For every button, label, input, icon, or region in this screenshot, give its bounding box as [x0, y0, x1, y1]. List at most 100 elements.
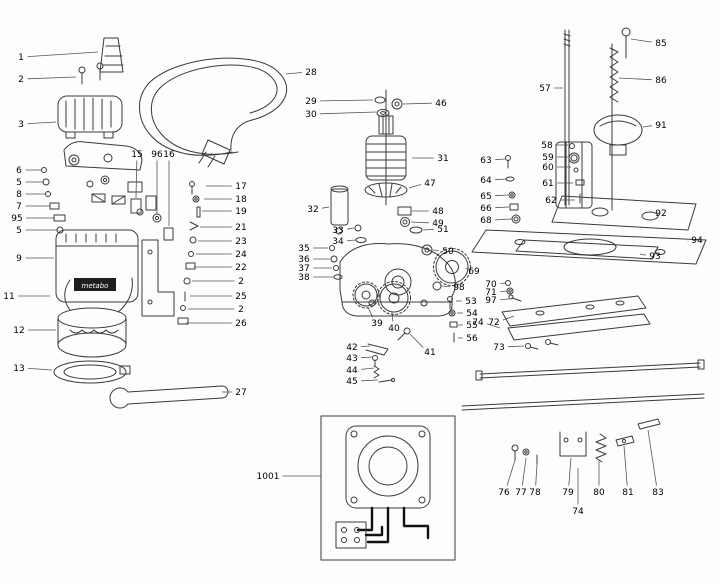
part-number-label: 45 [346, 377, 357, 387]
leader-line [502, 315, 515, 321]
leader-line [432, 249, 439, 251]
part-callout-54: 54 [457, 309, 478, 319]
leader-line [535, 463, 538, 486]
part-number-label: 70 [485, 280, 497, 290]
part-number-label: 66 [480, 204, 492, 214]
part-callout-44: 44 [346, 366, 375, 376]
part-number-label: 69 [468, 267, 480, 277]
part-number-label: 73 [493, 343, 504, 353]
part-number-label: 21 [235, 223, 246, 233]
part-callout-23: 23 [198, 237, 247, 247]
part-callout-21: 21 [200, 223, 247, 233]
part-callout-38: 38 [298, 273, 334, 283]
part-number-label: 47 [424, 179, 435, 189]
part-callout-11: 11 [3, 292, 50, 302]
part-callout-22: 22 [194, 263, 247, 273]
part-number-label: 17 [235, 182, 246, 192]
part-number-label: 63 [480, 156, 491, 166]
part-callout-28: 28 [285, 68, 317, 78]
part-callout-74: 74 [472, 318, 501, 329]
part-callout-13: 13 [13, 364, 53, 374]
part-number-label: 74 [572, 507, 584, 517]
part-callout-18: 18 [204, 195, 247, 205]
part-number-label: 40 [388, 324, 400, 334]
leader-line [135, 160, 138, 199]
part-callout-76: 76 [498, 459, 516, 498]
handle-knobs-art [352, 248, 471, 315]
part-number-label: 24 [235, 250, 247, 260]
leader-line [347, 227, 355, 230]
part-number-label: 77 [515, 488, 526, 498]
stator-coil-art [57, 277, 133, 358]
leader-line [361, 379, 379, 382]
part-number-label: 59 [542, 153, 554, 163]
part-callout-35: 35 [298, 244, 328, 254]
leader-line [361, 345, 371, 347]
leader-line [285, 72, 302, 75]
motor-housing-art: metabo [55, 229, 139, 303]
part-callout-71: 71 [485, 288, 508, 298]
part-number-label: 65 [480, 192, 491, 202]
leader-line [495, 218, 513, 221]
screw-art [78, 62, 104, 85]
part-number-label: 53 [465, 297, 476, 307]
clamp-lever-parts-art [365, 327, 411, 383]
part-callout-3: 3 [18, 120, 57, 130]
part-number-label: 12 [13, 326, 24, 336]
part-number-label: 71 [485, 288, 496, 298]
part-number-label: 50 [442, 247, 454, 257]
leader-line [568, 457, 572, 486]
part-callout-5: 5 [16, 226, 58, 236]
motor-cover-art [57, 95, 123, 139]
part-number-label: 44 [346, 366, 358, 376]
part-number-label: 54 [466, 309, 478, 319]
part-callout-64: 64 [480, 176, 508, 186]
base-casting-art [551, 195, 697, 231]
part-number-label: 95 [11, 214, 22, 224]
leader-line [623, 445, 628, 486]
part-number-label: 22 [235, 263, 246, 273]
part-number-label: 3 [18, 120, 24, 130]
part-number-label: 9 [16, 254, 22, 264]
fence-plates-art [501, 295, 651, 341]
part-callout-49: 49 [410, 219, 444, 229]
part-number-label: 96 [151, 150, 163, 160]
part-callout-51: 51 [422, 225, 449, 235]
part-callout-29: 29 [305, 97, 374, 107]
power-cable-art [139, 57, 288, 168]
part-callout-58: 58 [541, 141, 568, 151]
part-number-label: 25 [235, 292, 246, 302]
leader-line [506, 459, 516, 487]
part-number-label: 7 [16, 202, 22, 212]
leader-line [320, 99, 374, 102]
part-callout-41: 41 [409, 333, 436, 358]
part-callout-47: 47 [408, 179, 436, 189]
part-callout-39: 39 [367, 306, 383, 329]
clamp-ring-art [53, 360, 131, 384]
wiring-inset-box [320, 415, 456, 561]
shaft-washers-art [374, 96, 403, 117]
part-callout-12: 12 [13, 326, 56, 336]
part-callout-27: 27 [222, 388, 247, 398]
part-number-label: 49 [432, 219, 444, 229]
part-callout-59: 59 [542, 153, 570, 163]
guide-cylinder-art [330, 185, 349, 235]
part-callout-60: 60 [542, 163, 571, 173]
part-number-label: 2 [18, 75, 24, 85]
part-number-label: 60 [542, 163, 554, 173]
part-number-label: 55 [466, 321, 477, 331]
leader-line [27, 76, 77, 80]
part-number-label: 91 [655, 121, 666, 131]
part-number-label: 74 [472, 318, 484, 328]
part-callout-78: 78 [529, 463, 541, 498]
part-callout-40: 40 [388, 311, 400, 334]
cable-sleeve-art [99, 37, 124, 73]
part-number-label: 26 [235, 319, 247, 329]
leader-line [409, 333, 424, 348]
part-number-label: 37 [298, 264, 309, 274]
part-callout-80: 80 [593, 460, 605, 498]
part-callout-73: 73 [493, 343, 525, 353]
leader-line [361, 356, 373, 359]
part-callout-2: 2 [192, 277, 244, 287]
